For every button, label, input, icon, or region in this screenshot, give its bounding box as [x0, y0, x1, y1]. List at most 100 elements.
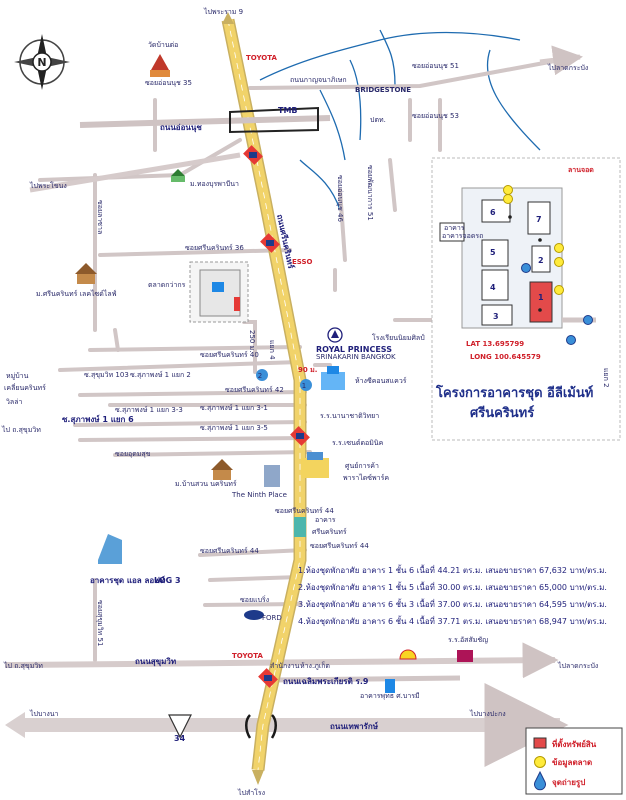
label-soi-yaek3-5: ซ.สุภาพงษ์ 1 แยก 3-5 — [200, 424, 268, 432]
label-lat: LAT 13.695799 — [466, 340, 524, 348]
label-chalerm-road: ถนนเฉลิมพระเกียรติ ร.9 — [283, 676, 369, 686]
photo-markers — [256, 369, 312, 391]
label-90m: 90 ม. — [298, 366, 317, 374]
label-to-latkrabang-top: ไปลาดกระบัง — [547, 63, 588, 72]
mall-icon — [321, 366, 345, 390]
bldg-5: 5 — [490, 248, 496, 257]
label-building-2: ศรีนครินทร์ — [312, 528, 347, 536]
label-to-sukhumvit: ไป ถ.สุขุมวิท — [3, 661, 43, 670]
label-ptt: ปตท. — [370, 116, 386, 124]
label-bangna-trat: ถนนเทพารักษ์ — [330, 721, 379, 731]
label-soi-udomsuk: ซอยอุดมสุข — [115, 450, 151, 458]
label-building-box: อาคารจอดรถ — [442, 232, 483, 240]
label-royal-princess: ROYAL PRINCESS — [316, 345, 392, 354]
label-soi-lasalle: ซอยลาซาล — [96, 200, 104, 234]
office-icon — [294, 517, 306, 537]
label-soi-51: ซอยสุขุมวิท 51 — [96, 600, 104, 646]
label-to-sukhumvit-left: ไป ถ.สุขุมวิท — [1, 425, 41, 434]
bldg-3: 3 — [493, 312, 499, 321]
label-temple-top: วัดบ้านต่อ — [148, 41, 178, 49]
compass-icon: N — [14, 34, 70, 90]
label-village-lakeside: ม.ศรีนครินทร์ เลคไซด์ไลฟ์ — [36, 289, 117, 298]
label-highway-34: 34 — [174, 734, 186, 743]
label-side-road: แยก 2 — [602, 368, 610, 388]
label-toyota-top: TOYOTA — [246, 54, 277, 62]
compass-letter: N — [37, 56, 46, 69]
house-icon — [75, 263, 97, 284]
building-icon-sm — [385, 679, 395, 693]
label-paradise-1: ศูนย์การค้า — [345, 462, 379, 470]
legend-item-market: ข้อมูลตลาด — [552, 757, 592, 768]
label-thai-plaza: สำนักงาน — [270, 662, 300, 670]
label-bearing-market: อาคารพุทธ ศ.บารมี — [360, 692, 420, 700]
bldg-2: 2 — [538, 256, 544, 265]
parking-building — [189, 261, 249, 323]
label-ninth-place: The Ninth Place — [231, 491, 287, 499]
ford-logo-icon — [244, 610, 264, 620]
label-long: LONG 100.645579 — [470, 353, 541, 361]
label-onnut-35: ซอยอ่อนนุช 35 — [145, 79, 192, 87]
label-villa: วิลล่า — [6, 398, 23, 406]
market-dots — [503, 185, 593, 345]
label-village-2: เคลี่ยนครินทร์ — [4, 383, 46, 392]
label-thai-plaza2: ห้าง.ภูเก็ต — [300, 661, 330, 670]
label-onnut-51: ซอยอ่อนนุช 51 — [412, 62, 459, 70]
paradise-park-icon — [301, 452, 329, 478]
label-onnut-53: ซอยอ่อนนุช 53 — [412, 112, 459, 120]
label-st-dominic: ร.ร.เซนต์ดอมินิค — [332, 439, 384, 447]
condo-icon — [98, 534, 122, 564]
label-to-phrakhanong: ไปพระโขนง — [29, 181, 67, 190]
label-onnut-road: ถนนอ่อนนุช — [160, 123, 202, 133]
label-bridgestone: BRIDGESTONE — [355, 86, 411, 94]
site-plan-inset — [431, 157, 621, 441]
project-title-1: โครงการอาคารชุด อีลีเม้นท์ — [435, 384, 593, 401]
label-soi-bearing: ซอยแบริ่ง — [240, 595, 269, 604]
label-onnut-46: ซอยอ่อนนุช 46 — [336, 175, 344, 222]
label-yaek4: แยก 4 — [268, 340, 276, 360]
label-assumption: ร.ร.อัสสัมชัญ — [448, 636, 488, 644]
label-building-box-top: อาคาร — [444, 224, 465, 232]
bts-stations — [243, 145, 310, 688]
label-sukhumvit-road: ถนนสุขุมวิท — [135, 657, 176, 667]
unit-line-2: 2.ห้องชุดพักอาศัย อาคาร 1 ชั้น 5 เนื้อที… — [298, 581, 607, 592]
label-soi-40: ซอยศรีนครินทร์ 40 — [200, 351, 259, 359]
label-school: โรงเรียนนิยมศิลป์ — [372, 333, 425, 342]
label-parking-zone: ลานจอด — [568, 166, 594, 174]
label-soi-yaek2: ซ.สุภาพงษ์ 1 แยก 2 — [130, 371, 191, 379]
label-to-bangpakong: ไปบางปะกง — [469, 709, 506, 718]
bldg-6: 6 — [490, 208, 496, 217]
house-icon-2 — [211, 459, 233, 480]
label-seacon-square: ห้างซีคอนสแควร์ — [355, 377, 407, 385]
label-toyota-bottom: TOYOTA — [232, 652, 263, 660]
main-road-srinakarin — [79, 18, 331, 771]
label-baan-suan: ม.บ้านสวน นครินทร์ — [175, 480, 237, 488]
bldg-4: 4 — [490, 283, 496, 292]
label-to-samrong: ไปสำโรง — [237, 788, 265, 797]
label-parking-building: ตลาดกว่ากร — [148, 281, 186, 289]
label-soi-srinakarin-44b: ซอยศรีนครินทร์ 44 — [200, 547, 259, 555]
label-ford: FORD — [262, 614, 282, 622]
temple-icon — [150, 54, 170, 77]
legend-item-photo: จุดถ่ายรูป — [552, 778, 585, 788]
label-soi-44-b: ซอยศรีนครินทร์ 44 — [310, 542, 369, 550]
royal-logo-icon — [327, 327, 343, 343]
shell-logo-icon — [399, 649, 417, 660]
label-kanjana: ถนนกาญจนาภิเษก — [290, 76, 347, 84]
label-paradise-2: พาราไดซ์พาร์ค — [343, 473, 389, 482]
unit-line-1: 1.ห้องชุดพักอาศัย อาคาร 1 ชั้น 6 เนื้อที… — [298, 564, 607, 575]
minor-roads — [38, 58, 597, 662]
label-tmb: TMB — [278, 106, 298, 115]
label-onnut-soi2: ซอยพัฒนาการ 51 — [366, 165, 374, 221]
label-esso: ESSO — [292, 258, 313, 266]
marker-2-label: 2 — [258, 372, 262, 380]
school-icon — [171, 169, 185, 182]
bldg-1: 1 — [538, 293, 544, 302]
unit-line-3: 3.ห้องชุดพักอาศัย อาคาร 6 ชั้น 3 เนื้อที… — [298, 598, 607, 609]
label-village-1: หมู่บ้าน — [6, 372, 29, 380]
label-soi-44: ซอยศรีนครินทร์ 44 — [275, 507, 334, 515]
canals — [259, 29, 541, 211]
project-title-2: ศรีนครินทร์ — [470, 405, 534, 421]
label-to-bangna: ไปบางนา — [29, 709, 59, 718]
label-building-1: อาคาร — [315, 516, 336, 524]
